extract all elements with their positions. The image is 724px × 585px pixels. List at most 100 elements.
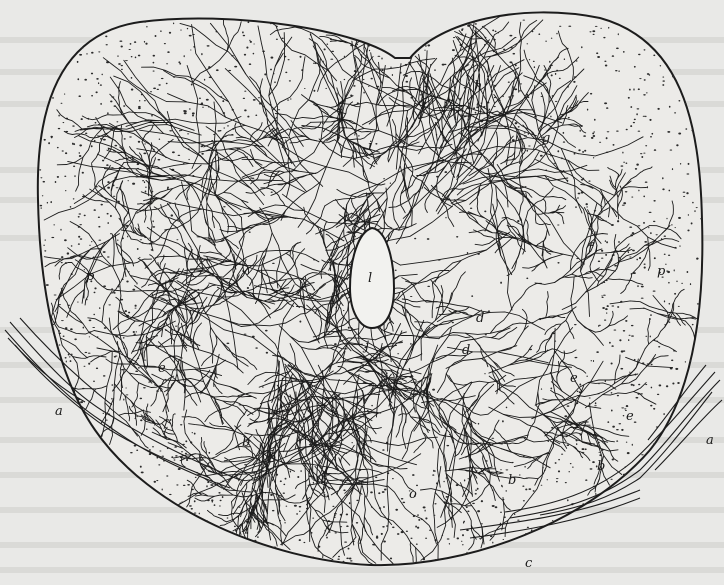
stipple-dot xyxy=(675,227,676,228)
stipple-dot xyxy=(540,155,543,157)
stipple-dot xyxy=(107,187,110,189)
stipple-dot xyxy=(643,222,645,224)
stipple-dot xyxy=(618,33,619,35)
stipple-dot xyxy=(528,488,531,490)
stipple-dot xyxy=(598,261,600,263)
stipple-dot xyxy=(645,145,647,146)
stipple-dot xyxy=(135,371,138,373)
stipple-dot xyxy=(464,87,466,89)
stipple-dot xyxy=(588,181,590,182)
stipple-dot xyxy=(208,452,210,454)
stipple-dot xyxy=(646,92,648,93)
stipple-dot xyxy=(192,115,194,117)
stipple-dot xyxy=(107,181,109,183)
stipple-dot xyxy=(52,97,53,99)
stipple-dot xyxy=(103,375,106,377)
stipple-dot xyxy=(210,484,213,486)
stipple-dot xyxy=(681,283,682,284)
stipple-dot xyxy=(644,49,646,50)
stipple-dot xyxy=(639,78,641,79)
stipple-dot xyxy=(343,561,345,563)
stipple-dot xyxy=(224,127,225,129)
stipple-dot xyxy=(623,350,625,351)
stipple-dot xyxy=(113,292,115,294)
stipple-dot xyxy=(605,308,608,310)
stipple-dot xyxy=(189,505,192,506)
stipple-dot xyxy=(591,360,592,361)
stipple-dot xyxy=(664,254,666,255)
stipple-dot xyxy=(654,149,656,151)
stipple-dot xyxy=(623,330,626,332)
stipple-dot xyxy=(131,77,133,79)
stipple-dot xyxy=(348,327,350,329)
stipple-dot xyxy=(671,359,673,361)
stipple-dot xyxy=(121,369,124,370)
stipple-dot xyxy=(204,79,205,81)
stipple-dot xyxy=(89,336,90,337)
stipple-dot xyxy=(664,236,666,237)
nerve-fiber xyxy=(364,45,365,54)
stipple-dot xyxy=(678,132,681,134)
stipple-dot xyxy=(563,132,565,134)
stipple-dot xyxy=(500,282,502,284)
stipple-dot xyxy=(633,384,635,386)
stipple-dot xyxy=(688,214,689,215)
stipple-dot xyxy=(64,239,67,241)
stipple-dot xyxy=(425,45,427,46)
stipple-dot xyxy=(605,65,608,67)
stipple-dot xyxy=(589,397,591,398)
stipple-dot xyxy=(368,86,369,87)
stipple-dot xyxy=(604,102,607,104)
stipple-dot xyxy=(585,448,587,450)
stipple-dot xyxy=(619,257,621,259)
stipple-dot xyxy=(381,533,383,535)
stipple-dot xyxy=(78,95,81,97)
label-i: i xyxy=(368,139,372,154)
stipple-dot xyxy=(80,401,83,403)
stipple-dot xyxy=(668,255,670,256)
stipple-dot xyxy=(117,240,118,241)
stipple-dot xyxy=(629,89,631,91)
stipple-dot xyxy=(517,520,520,521)
stipple-dot xyxy=(503,49,505,51)
stipple-dot xyxy=(607,131,610,132)
stipple-dot xyxy=(475,493,477,495)
stipple-dot xyxy=(137,248,139,250)
stipple-dot xyxy=(471,295,473,297)
stipple-dot xyxy=(410,296,413,297)
label-a-right: a xyxy=(706,433,714,448)
stipple-dot xyxy=(444,64,447,65)
stipple-dot xyxy=(613,144,615,146)
stipple-dot xyxy=(608,27,609,29)
stipple-dot xyxy=(123,105,125,107)
stipple-dot xyxy=(678,217,681,219)
stipple-dot xyxy=(556,33,557,35)
stipple-dot xyxy=(650,136,652,138)
stipple-dot xyxy=(651,364,653,365)
label-c: c xyxy=(525,556,533,571)
stipple-dot xyxy=(390,67,392,68)
stipple-dot xyxy=(43,245,44,246)
stipple-dot xyxy=(107,112,109,114)
stipple-dot xyxy=(356,522,358,524)
stipple-dot xyxy=(150,91,152,92)
stipple-dot xyxy=(683,196,685,197)
stipple-dot xyxy=(187,28,188,29)
stipple-dot xyxy=(121,65,123,66)
stipple-dot xyxy=(629,335,631,336)
stipple-dot xyxy=(91,145,93,147)
stipple-dot xyxy=(501,485,502,487)
stipple-dot xyxy=(593,135,596,137)
stipple-dot xyxy=(160,30,162,32)
stipple-dot xyxy=(676,280,677,282)
stipple-dot xyxy=(79,54,82,56)
stipple-dot xyxy=(565,482,567,483)
stipple-dot xyxy=(250,41,252,43)
stipple-dot xyxy=(590,468,593,469)
stipple-dot xyxy=(202,106,203,108)
stipple-dot xyxy=(126,394,129,395)
stipple-dot xyxy=(266,352,268,354)
stipple-dot xyxy=(612,426,615,428)
stipple-dot xyxy=(139,398,142,400)
stipple-dot xyxy=(592,30,595,32)
